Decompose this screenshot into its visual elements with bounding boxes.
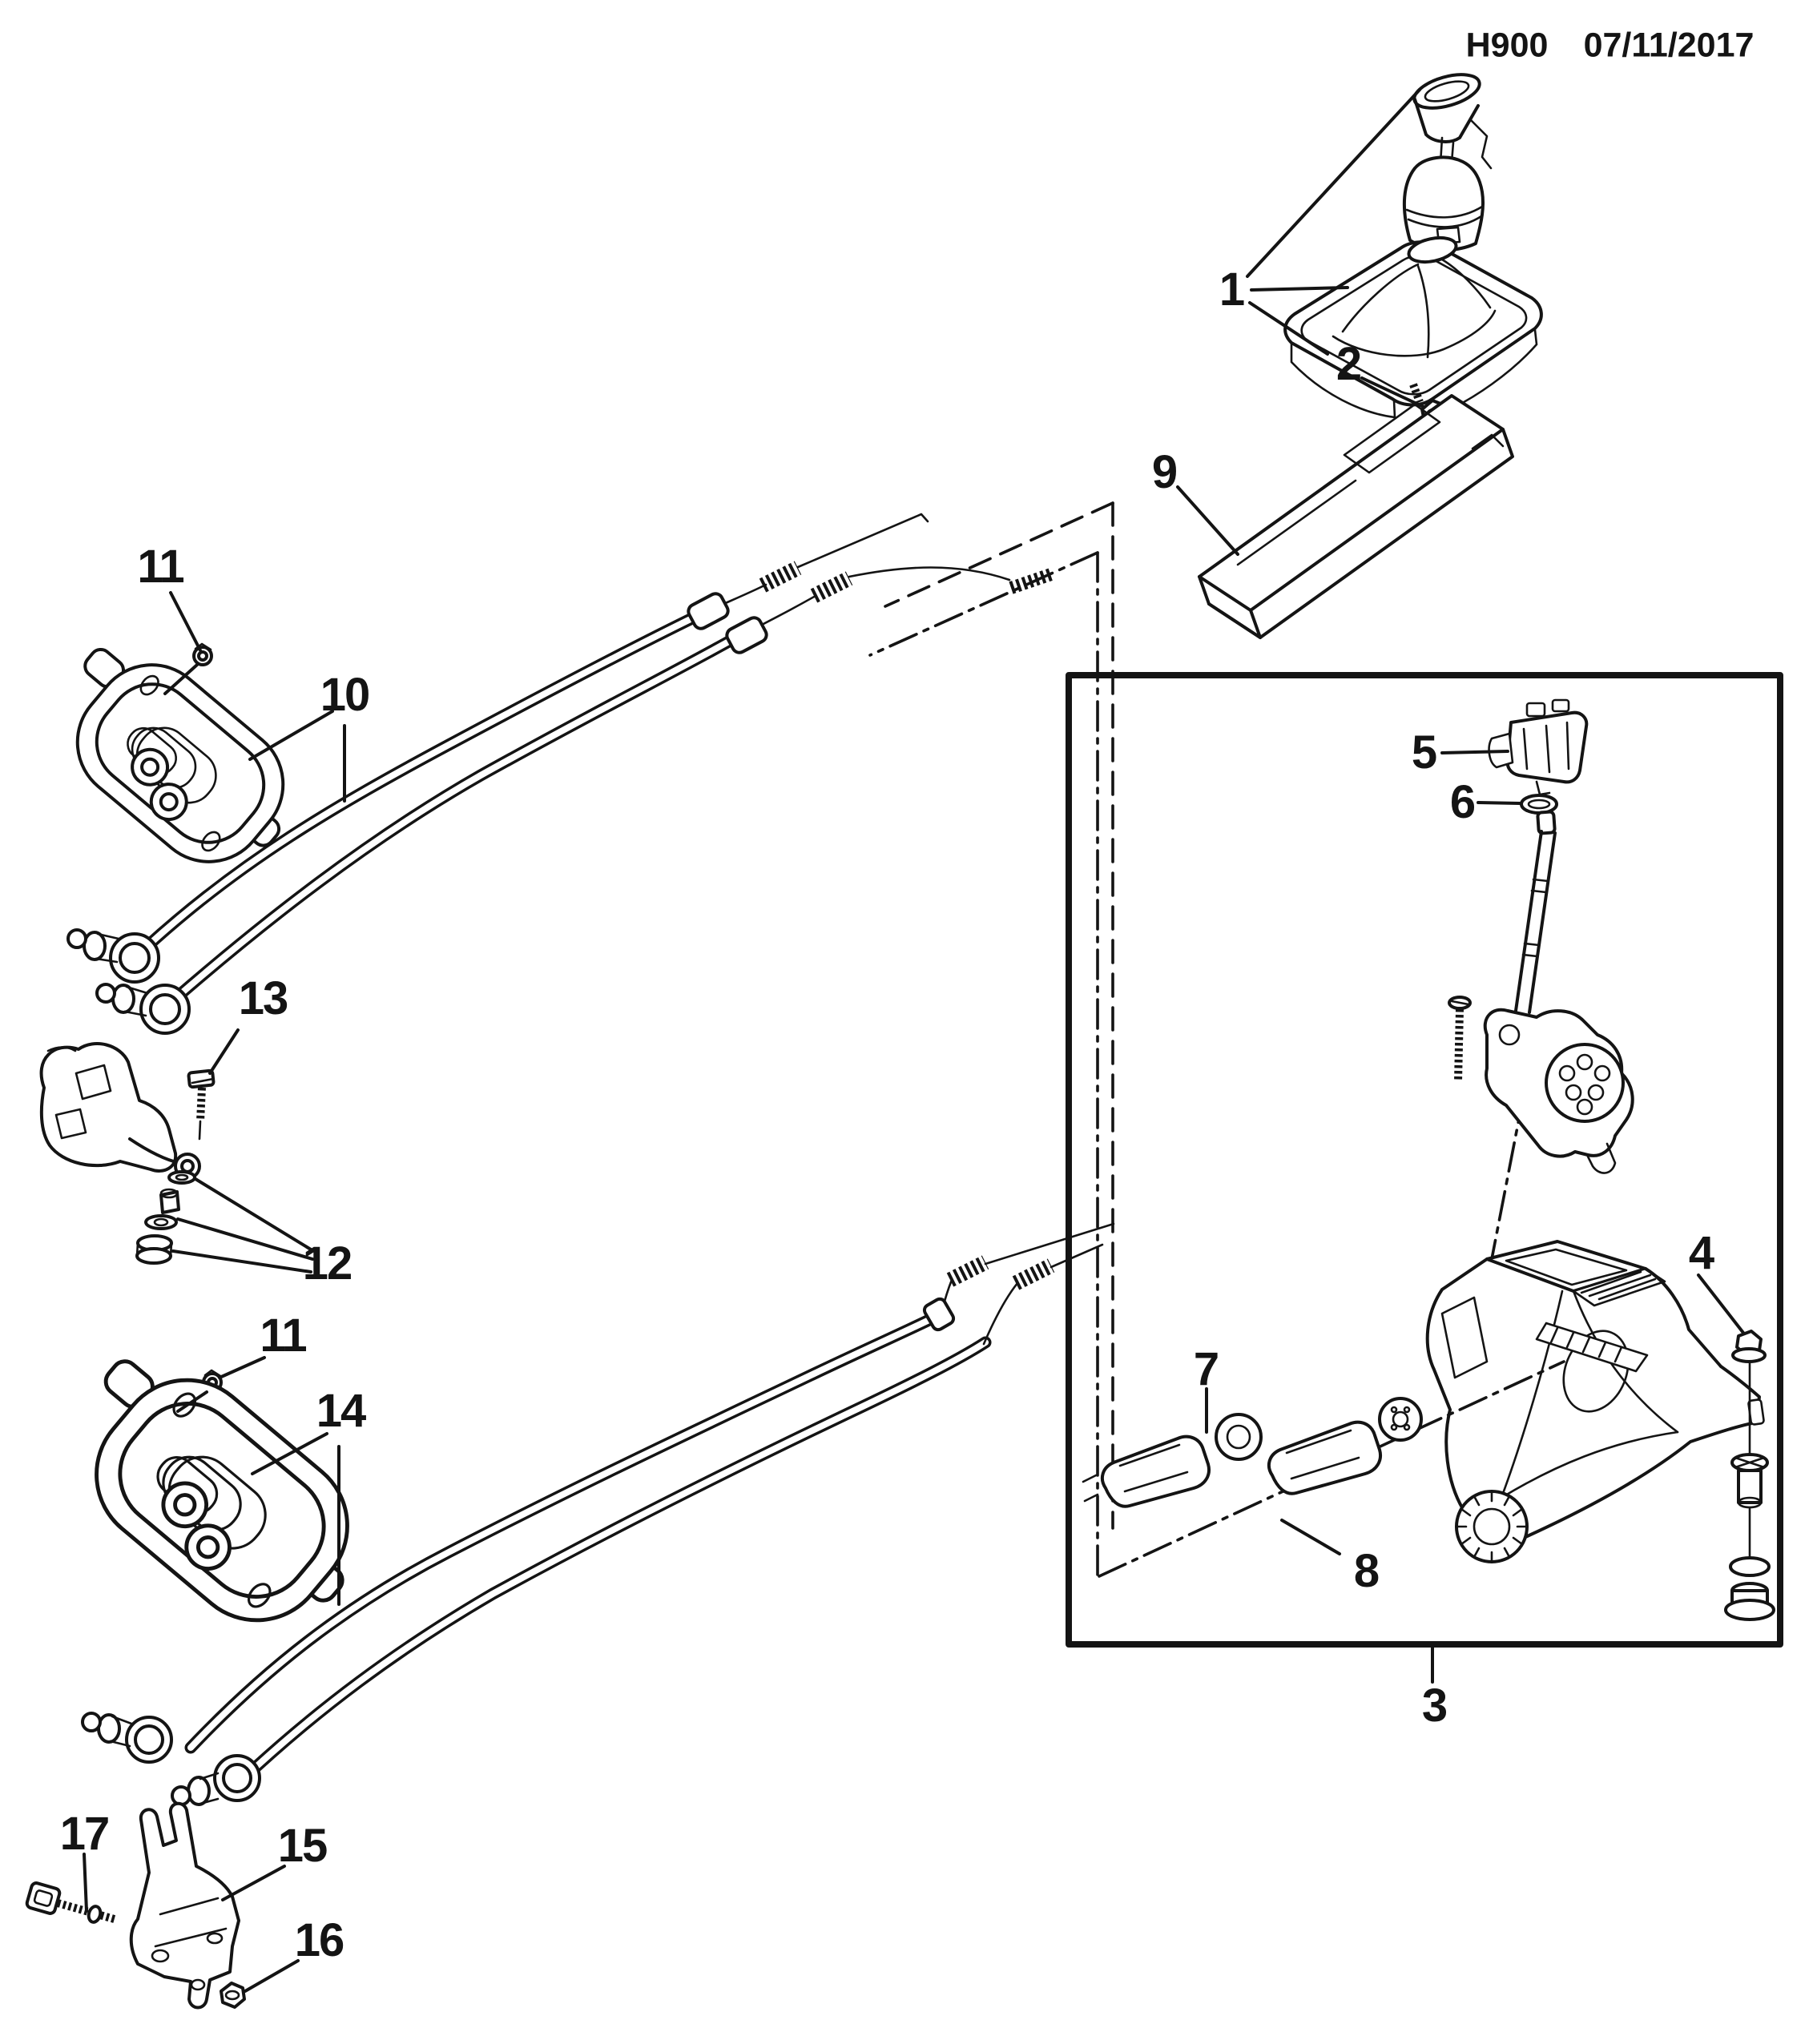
lever-base-mechanism xyxy=(1448,996,1634,1174)
knob-cap xyxy=(1412,73,1493,170)
callout-15: 15 xyxy=(277,1820,328,1872)
drawing-code: H900 xyxy=(1465,26,1549,65)
callout-5: 5 xyxy=(1411,726,1437,779)
callout-3: 3 xyxy=(1421,1680,1448,1732)
callout-7: 7 xyxy=(1193,1343,1219,1395)
callout-11-upper: 11 xyxy=(137,541,184,593)
shift-lever-shaft xyxy=(1514,810,1557,1014)
callout-12: 12 xyxy=(302,1237,353,1290)
callout-1: 1 xyxy=(1219,264,1245,316)
callout-13: 13 xyxy=(238,972,288,1024)
shift-knob xyxy=(1402,155,1485,251)
lower-cable-end-fittings xyxy=(81,1712,261,1806)
callout-14: 14 xyxy=(316,1385,366,1437)
cable-end-bushing-7 xyxy=(1082,1413,1263,1508)
bolt-13 xyxy=(187,1068,216,1141)
console-opening-plate xyxy=(1198,394,1514,639)
selector-lever-bracket-group xyxy=(39,1042,216,1265)
drawing-date: 07/11/2017 xyxy=(1583,26,1755,65)
gear-boot xyxy=(1283,235,1543,419)
bolt-17 xyxy=(25,1881,119,1924)
callout-2: 2 xyxy=(1336,338,1362,390)
shifter-mechanism-group xyxy=(1082,698,1775,1621)
shifter-connector-5 xyxy=(1488,698,1589,796)
leader-lines xyxy=(83,88,1745,1993)
callout-16: 16 xyxy=(294,1914,344,1966)
callout-4: 4 xyxy=(1688,1227,1714,1279)
upper-cable-assembly xyxy=(66,513,1054,1035)
shifter-base-housing xyxy=(1425,1240,1765,1563)
shifter-assembly-box xyxy=(1066,672,1783,1648)
upper-cable-end-fittings xyxy=(66,928,191,1035)
bushing-stack-12 xyxy=(135,1170,196,1265)
dashed-guides xyxy=(868,501,1565,1579)
nut-16 xyxy=(220,1982,246,2009)
callout-9: 9 xyxy=(1151,446,1178,498)
bolt-11-upper xyxy=(192,642,213,666)
callout-11-lower: 11 xyxy=(260,1310,307,1362)
callout-10: 10 xyxy=(320,669,370,721)
callout-8: 8 xyxy=(1353,1545,1380,1597)
callout-17: 17 xyxy=(59,1808,110,1860)
cable-end-fitting-8 xyxy=(1267,1397,1423,1495)
mount-bracket-group xyxy=(25,1801,246,2010)
mount-hardware-4 xyxy=(1724,1330,1775,1621)
o-ring-6 xyxy=(1520,794,1558,815)
callout-6: 6 xyxy=(1449,776,1476,828)
